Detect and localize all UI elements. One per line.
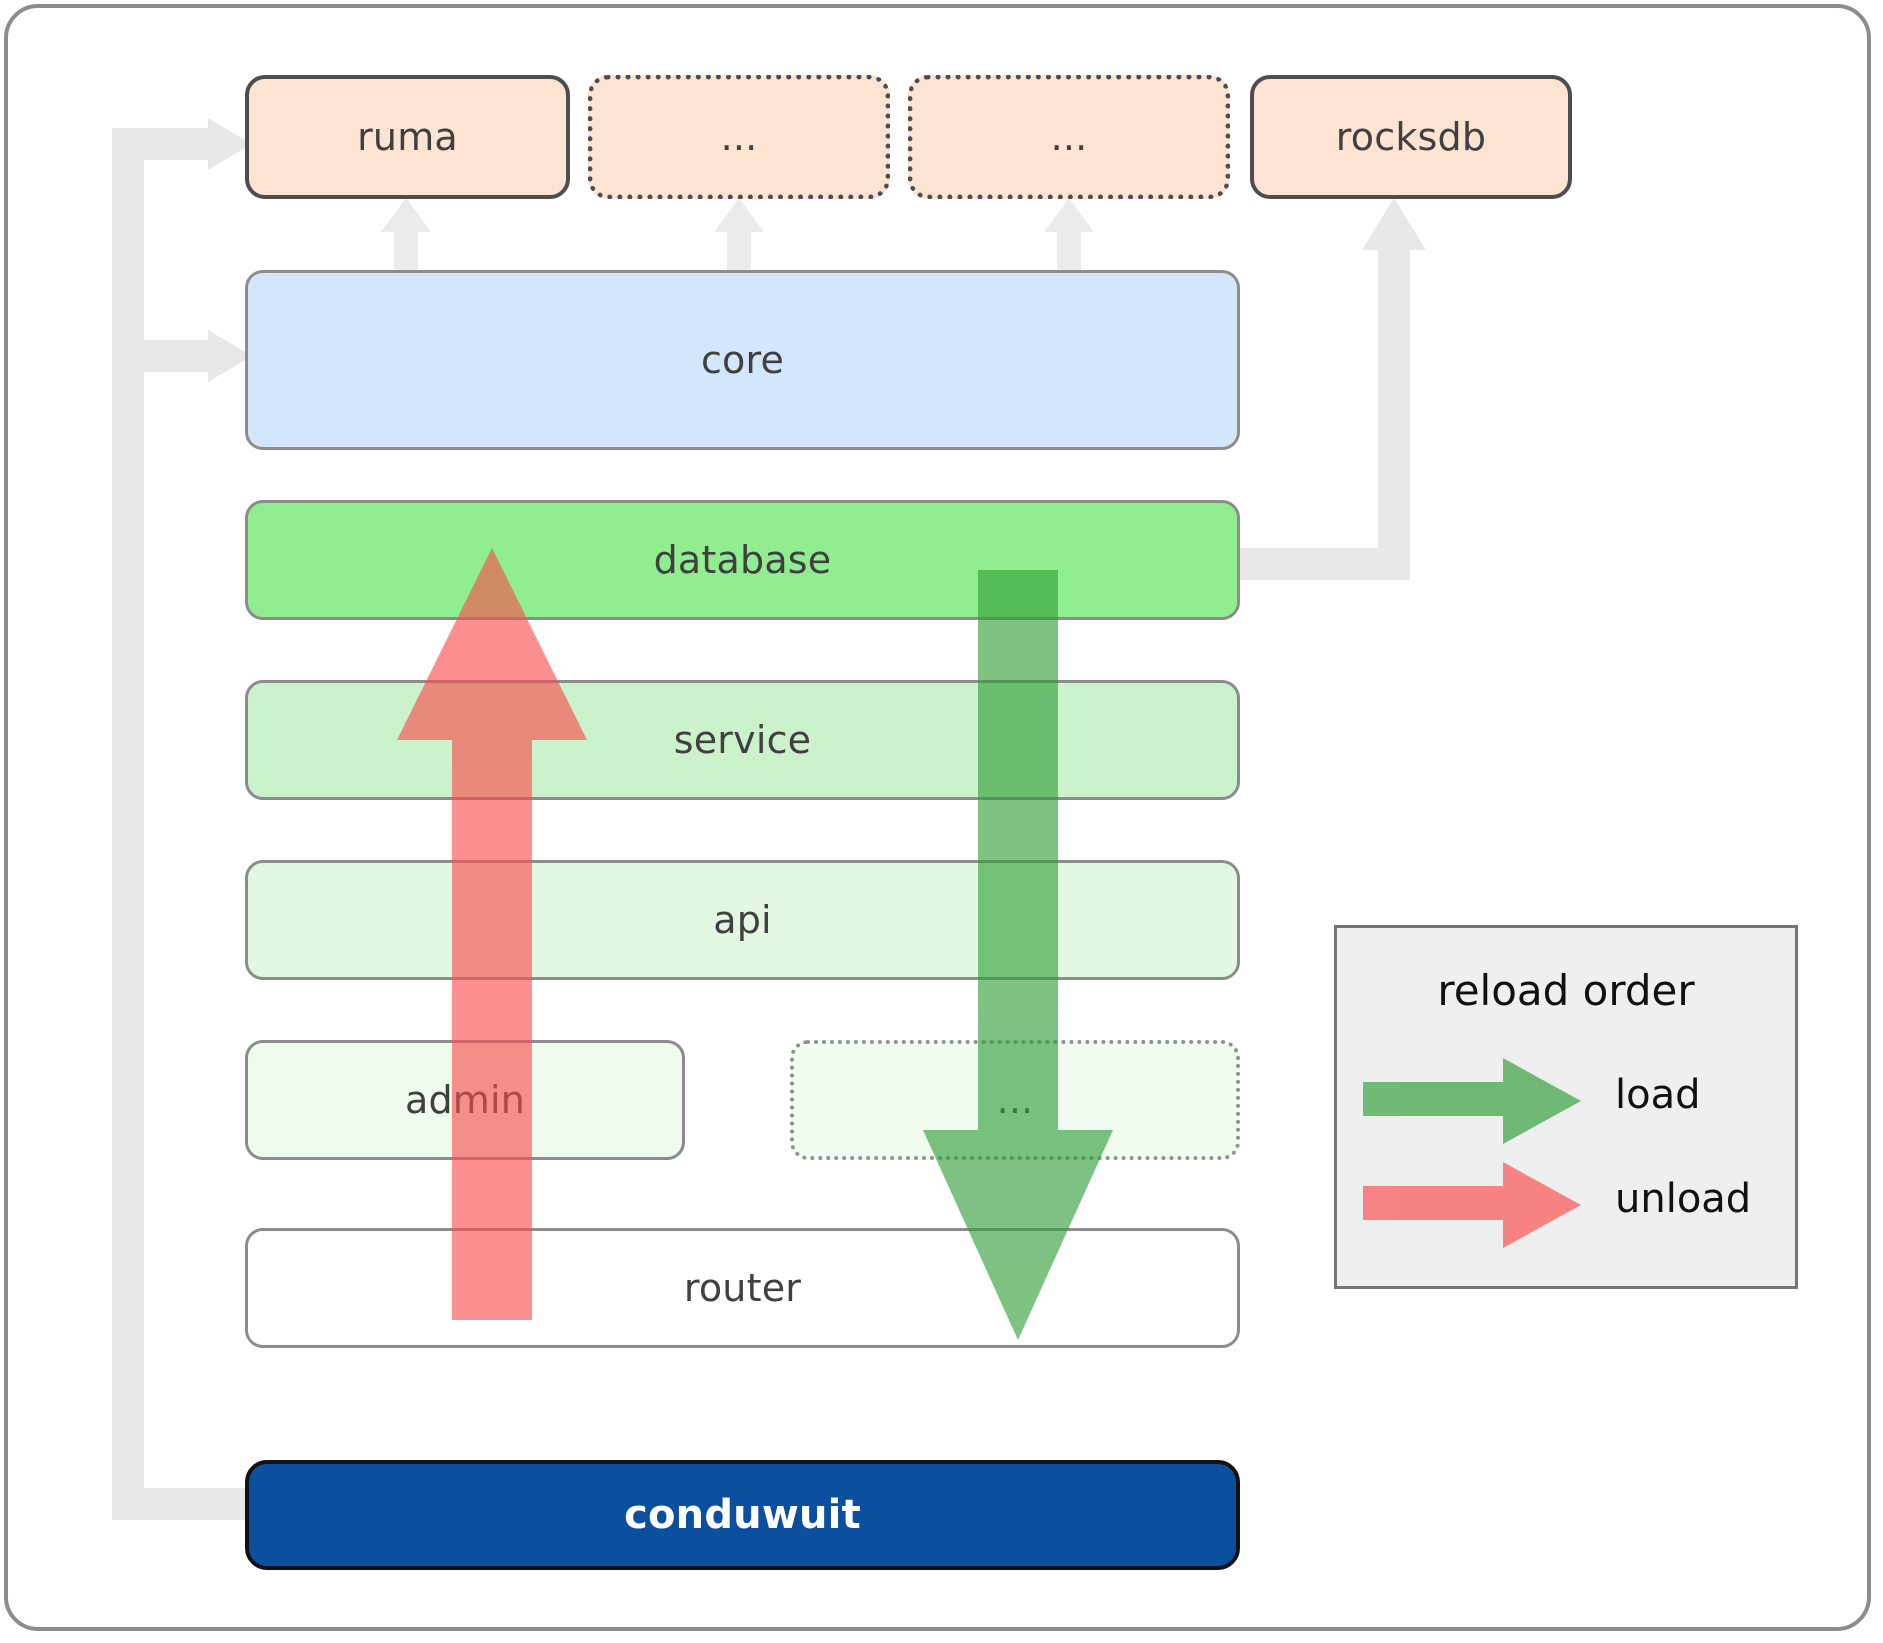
node-service-label: service [673,718,812,762]
node-router-label: router [683,1266,802,1310]
node-conduwuit[interactable]: conduwuit [245,1460,1240,1570]
legend-panel: reload order load unload [1334,925,1798,1289]
node-dependency-placeholder-1-label: ... [720,115,758,159]
arrow-core-to-dots1 [714,198,764,275]
load-arrow-icon [1363,1058,1581,1144]
node-core[interactable]: core [245,270,1240,450]
node-dependency-placeholder-2-label: ... [1050,115,1088,159]
node-service[interactable]: service [245,680,1240,800]
node-conduwuit-label: conduwuit [624,1492,861,1538]
node-ruma[interactable]: ruma [245,75,570,199]
node-api[interactable]: api [245,860,1240,980]
node-stack-placeholder-label: ... [996,1078,1034,1122]
node-admin[interactable]: admin [245,1040,685,1160]
node-stack-placeholder[interactable]: ... [790,1040,1240,1160]
core-to-dependency-arrows [381,198,1094,275]
legend-title: reload order [1437,966,1695,1015]
legend-item-unload-label: unload [1615,1176,1752,1222]
conduwuit-to-deps-connector [112,118,252,1520]
legend-item-unload: unload [1337,1160,1795,1250]
node-dependency-placeholder-2[interactable]: ... [908,75,1230,199]
node-api-label: api [713,898,772,942]
node-core-label: core [700,338,785,382]
node-admin-label: admin [404,1078,526,1122]
arrow-core-to-ruma [381,198,431,275]
node-rocksdb[interactable]: rocksdb [1250,75,1572,199]
node-dependency-placeholder-1[interactable]: ... [588,75,890,199]
unload-arrow-icon [1363,1162,1581,1248]
legend-item-load-label: load [1615,1072,1701,1118]
node-ruma-label: ruma [357,115,458,159]
node-database[interactable]: database [245,500,1240,620]
legend-item-load: load [1337,1056,1795,1146]
node-database-label: database [653,538,832,582]
arrow-core-to-dots2 [1044,198,1094,275]
database-to-rocksdb-connector [1240,198,1426,580]
node-router[interactable]: router [245,1228,1240,1348]
node-rocksdb-label: rocksdb [1335,115,1487,159]
